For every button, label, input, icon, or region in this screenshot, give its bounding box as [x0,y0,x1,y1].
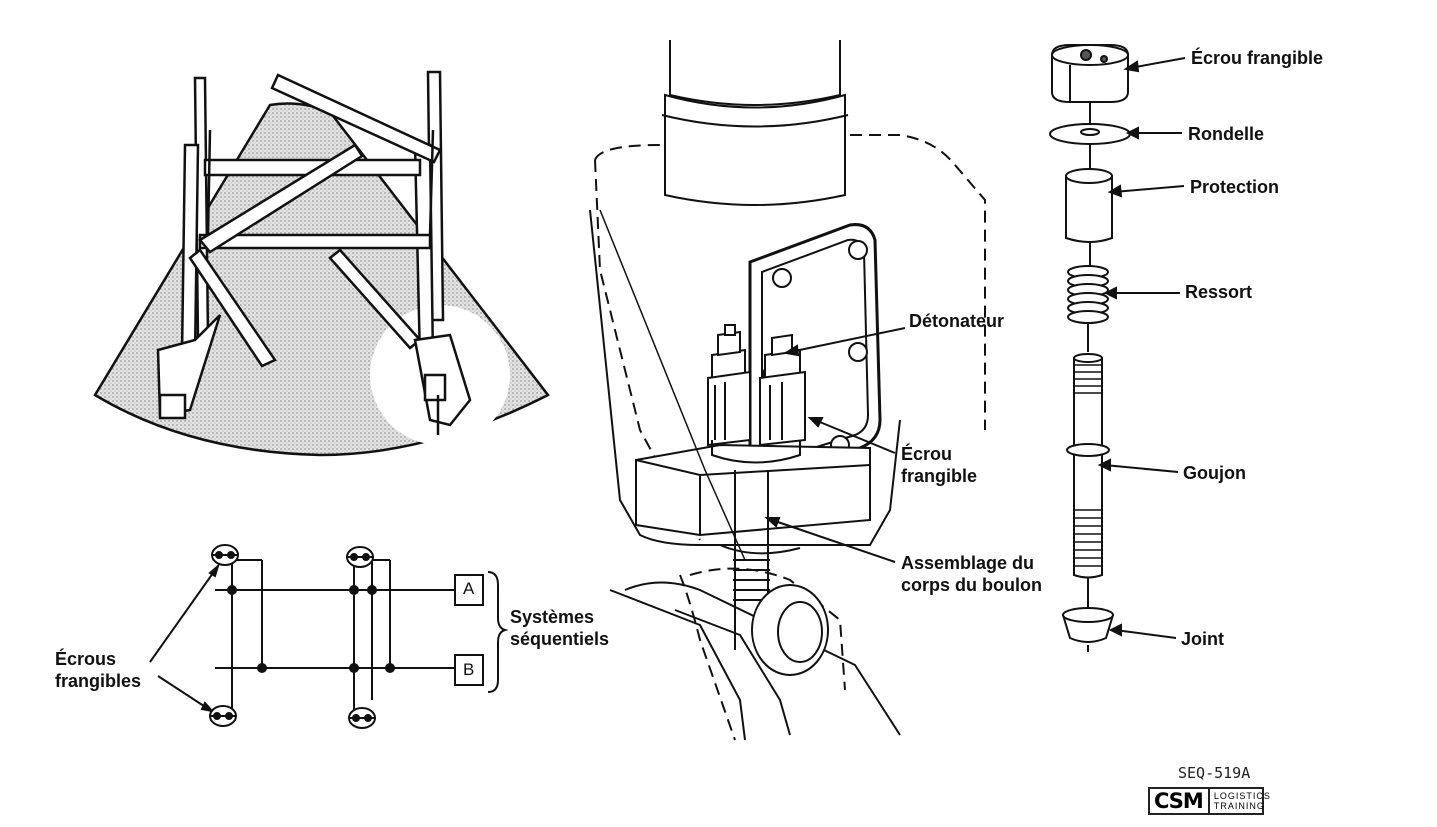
center-leader-lines [764,327,906,563]
system-a-box [454,574,484,606]
label-box-b: B [463,660,475,679]
system-b-box [454,654,484,686]
bolt-assembly-illustration [589,40,986,741]
label-assemblage-1: Assemblage du [901,553,1035,573]
label-systemes-2: séquentiels [510,629,610,649]
logo-sub-text: LOGISTICS TRAINING [1210,791,1271,811]
sequential-wiring-schematic [149,559,509,713]
logo-main-text: CSM [1150,789,1210,813]
adapter-cone-illustration [93,70,550,457]
logo-sub-line-1: LOGISTICS [1213,791,1271,801]
label-ecrou-frangible-mid-1: Écrou [901,444,953,464]
exploded-bolt-parts [1049,44,1131,652]
label-box-a: A [463,579,475,598]
label-goujon: Goujon [1183,463,1246,483]
label-assemblage-2: corps du boulon [901,575,1042,595]
label-ecrous-1: Écrous [55,649,117,669]
label-joint: Joint [1181,629,1224,649]
label-ressort: Ressort [1185,282,1253,302]
drawing-reference: SEQ-519A [1178,764,1251,782]
label-ecrou-frangible-top: Écrou frangible [1191,48,1324,68]
label-ecrou-frangible-mid-2: frangible [901,466,978,486]
frangible-nut-symbols [209,544,376,729]
label-detonateur: Détonateur [909,311,1005,331]
label-rondelle: Rondelle [1188,124,1265,144]
right-leader-lines [1097,57,1186,639]
label-protection: Protection [1190,177,1280,197]
label-systemes-1: Systèmes [510,607,595,627]
label-ecrous-2: frangibles [55,671,142,691]
csm-logo: CSM LOGISTICS TRAINING [1148,787,1270,815]
logo-sub-line-2: TRAINING [1213,801,1265,811]
